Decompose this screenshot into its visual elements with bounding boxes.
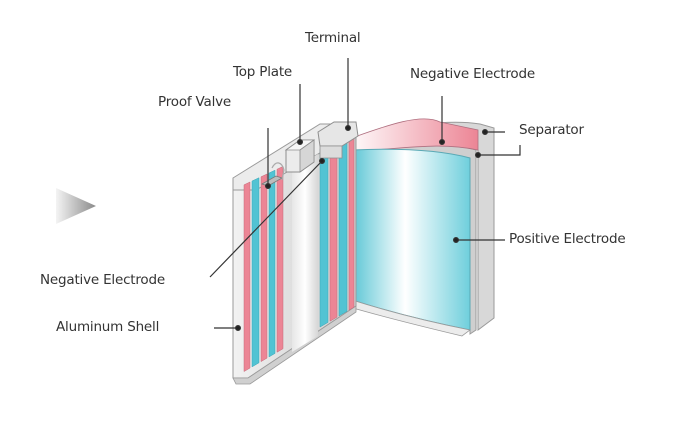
- negative-electrode-stripe: [329, 140, 338, 322]
- negative-electrode-stripe: [348, 132, 355, 311]
- negative-electrode-stripe: [243, 181, 251, 372]
- negative-electrode-left-leader: [209, 160, 323, 278]
- label-terminal: Terminal: [305, 30, 361, 46]
- play-arrow-icon: [56, 188, 96, 224]
- label-aluminum-shell: Aluminum Shell: [56, 319, 160, 335]
- leader-lines: [209, 58, 521, 332]
- label-separator: Separator: [519, 122, 584, 138]
- positive-electrode-stripe: [338, 135, 348, 317]
- positive-electrode-stripe: [251, 177, 260, 368]
- positive-electrode-stripe: [268, 169, 276, 358]
- positive-electrode-sheet: [345, 148, 471, 337]
- separator-leader-2: [478, 145, 521, 156]
- electrode-stripes: [243, 132, 355, 372]
- label-top-plate: Top Plate: [233, 64, 293, 80]
- label-proof-valve: Proof Valve: [158, 94, 232, 110]
- top-plate: [284, 139, 316, 173]
- positive-electrode-stripe: [319, 144, 329, 328]
- negative-electrode-stripe: [276, 166, 284, 353]
- negative-electrode-stripe: [260, 173, 268, 363]
- label-negative-electrode-top: Negative Electrode: [410, 66, 535, 82]
- label-negative-electrode-left: Negative Electrode: [40, 272, 165, 288]
- label-positive-electrode: Positive Electrode: [509, 231, 626, 247]
